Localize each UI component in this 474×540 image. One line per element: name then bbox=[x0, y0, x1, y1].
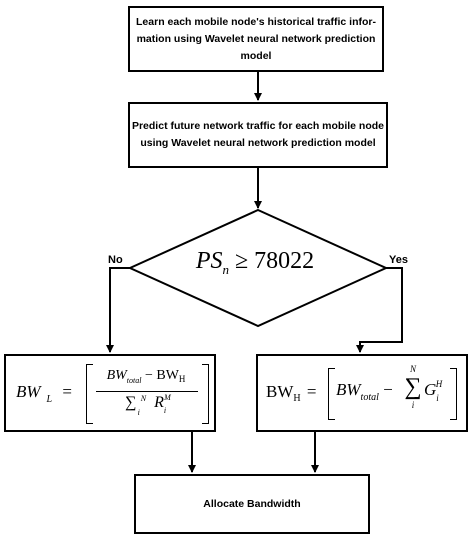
high-bandwidth-formula: BWH = BWtotal − N ∑ i GiH bbox=[262, 362, 462, 424]
learn-step-box: Learn each mobile node's historical traf… bbox=[128, 6, 384, 72]
yes-label: Yes bbox=[389, 254, 408, 266]
low-formula-sum: ∑ bbox=[125, 394, 137, 411]
low-formula-den-var-sup: M bbox=[164, 393, 171, 402]
low-bandwidth-formula-box bbox=[4, 354, 216, 432]
low-formula-lhs: BW bbox=[16, 382, 41, 401]
predict-step-box: Predict future network traffic for each … bbox=[128, 102, 388, 168]
high-formula-a: BW bbox=[336, 380, 361, 399]
no-label: No bbox=[108, 254, 123, 266]
predict-step-line-1: Predict future network traffic for each … bbox=[131, 120, 385, 132]
high-formula-right-bracket bbox=[450, 368, 457, 420]
low-formula-den-var: R bbox=[154, 394, 164, 411]
low-formula-num-b: BW bbox=[156, 368, 179, 383]
low-formula-num-a-sub: total bbox=[126, 376, 142, 385]
decision-diamond bbox=[127, 208, 389, 328]
allocate-bandwidth-label: Allocate Bandwidth bbox=[203, 497, 301, 510]
learn-step-line-2: mation using Wavelet neural network pred… bbox=[136, 32, 376, 45]
arrow-no-branch bbox=[106, 267, 130, 353]
decision-threshold: 78022 bbox=[254, 248, 315, 274]
arrow-yes-branch bbox=[356, 267, 403, 353]
predict-step-line-2: using Wavelet neural network prediction … bbox=[140, 137, 376, 149]
low-formula-minus: − bbox=[144, 368, 153, 383]
high-formula-minus: − bbox=[383, 380, 393, 399]
low-formula-left-bracket bbox=[86, 364, 93, 424]
low-formula-lhs-sub: L bbox=[46, 394, 53, 405]
decision-lhs-sub: n bbox=[222, 262, 230, 277]
low-formula-den-var-sub: i bbox=[163, 406, 167, 415]
low-formula-num-a: BW bbox=[106, 368, 127, 383]
low-formula-right-bracket bbox=[202, 364, 209, 424]
learn-step-line-1: Learn each mobile node's historical traf… bbox=[136, 15, 376, 28]
low-formula-sum-sub: i bbox=[137, 408, 140, 417]
high-formula-var: G bbox=[424, 380, 437, 399]
learn-step-line-3: model bbox=[240, 49, 272, 62]
high-formula-a-sub: total bbox=[360, 392, 379, 403]
high-formula-left-bracket bbox=[328, 368, 335, 420]
allocate-bandwidth-box: Allocate Bandwidth bbox=[134, 474, 370, 534]
high-formula-sum: ∑ bbox=[404, 374, 422, 400]
high-formula-lhs-sub: H bbox=[293, 393, 301, 404]
high-formula-lhs: BW bbox=[266, 382, 294, 401]
decision-lhs: PS bbox=[195, 248, 223, 274]
low-formula-sum-sup: N bbox=[140, 394, 147, 403]
high-formula-sum-sub: i bbox=[411, 400, 415, 410]
low-formula-num-b-sub: H bbox=[178, 374, 186, 384]
high-bandwidth-formula-box bbox=[256, 354, 468, 432]
low-formula-equals: = bbox=[62, 382, 72, 401]
high-formula-var-sup: H bbox=[435, 379, 443, 389]
decision-operator: ≥ bbox=[235, 248, 249, 274]
high-formula-equals: = bbox=[306, 382, 317, 401]
high-formula-var-sub: i bbox=[436, 393, 439, 403]
decision-condition: PSn ≥ 78022 bbox=[175, 248, 335, 277]
high-formula-sum-sup: N bbox=[409, 364, 416, 374]
low-formula-fraction-bar bbox=[96, 391, 198, 392]
